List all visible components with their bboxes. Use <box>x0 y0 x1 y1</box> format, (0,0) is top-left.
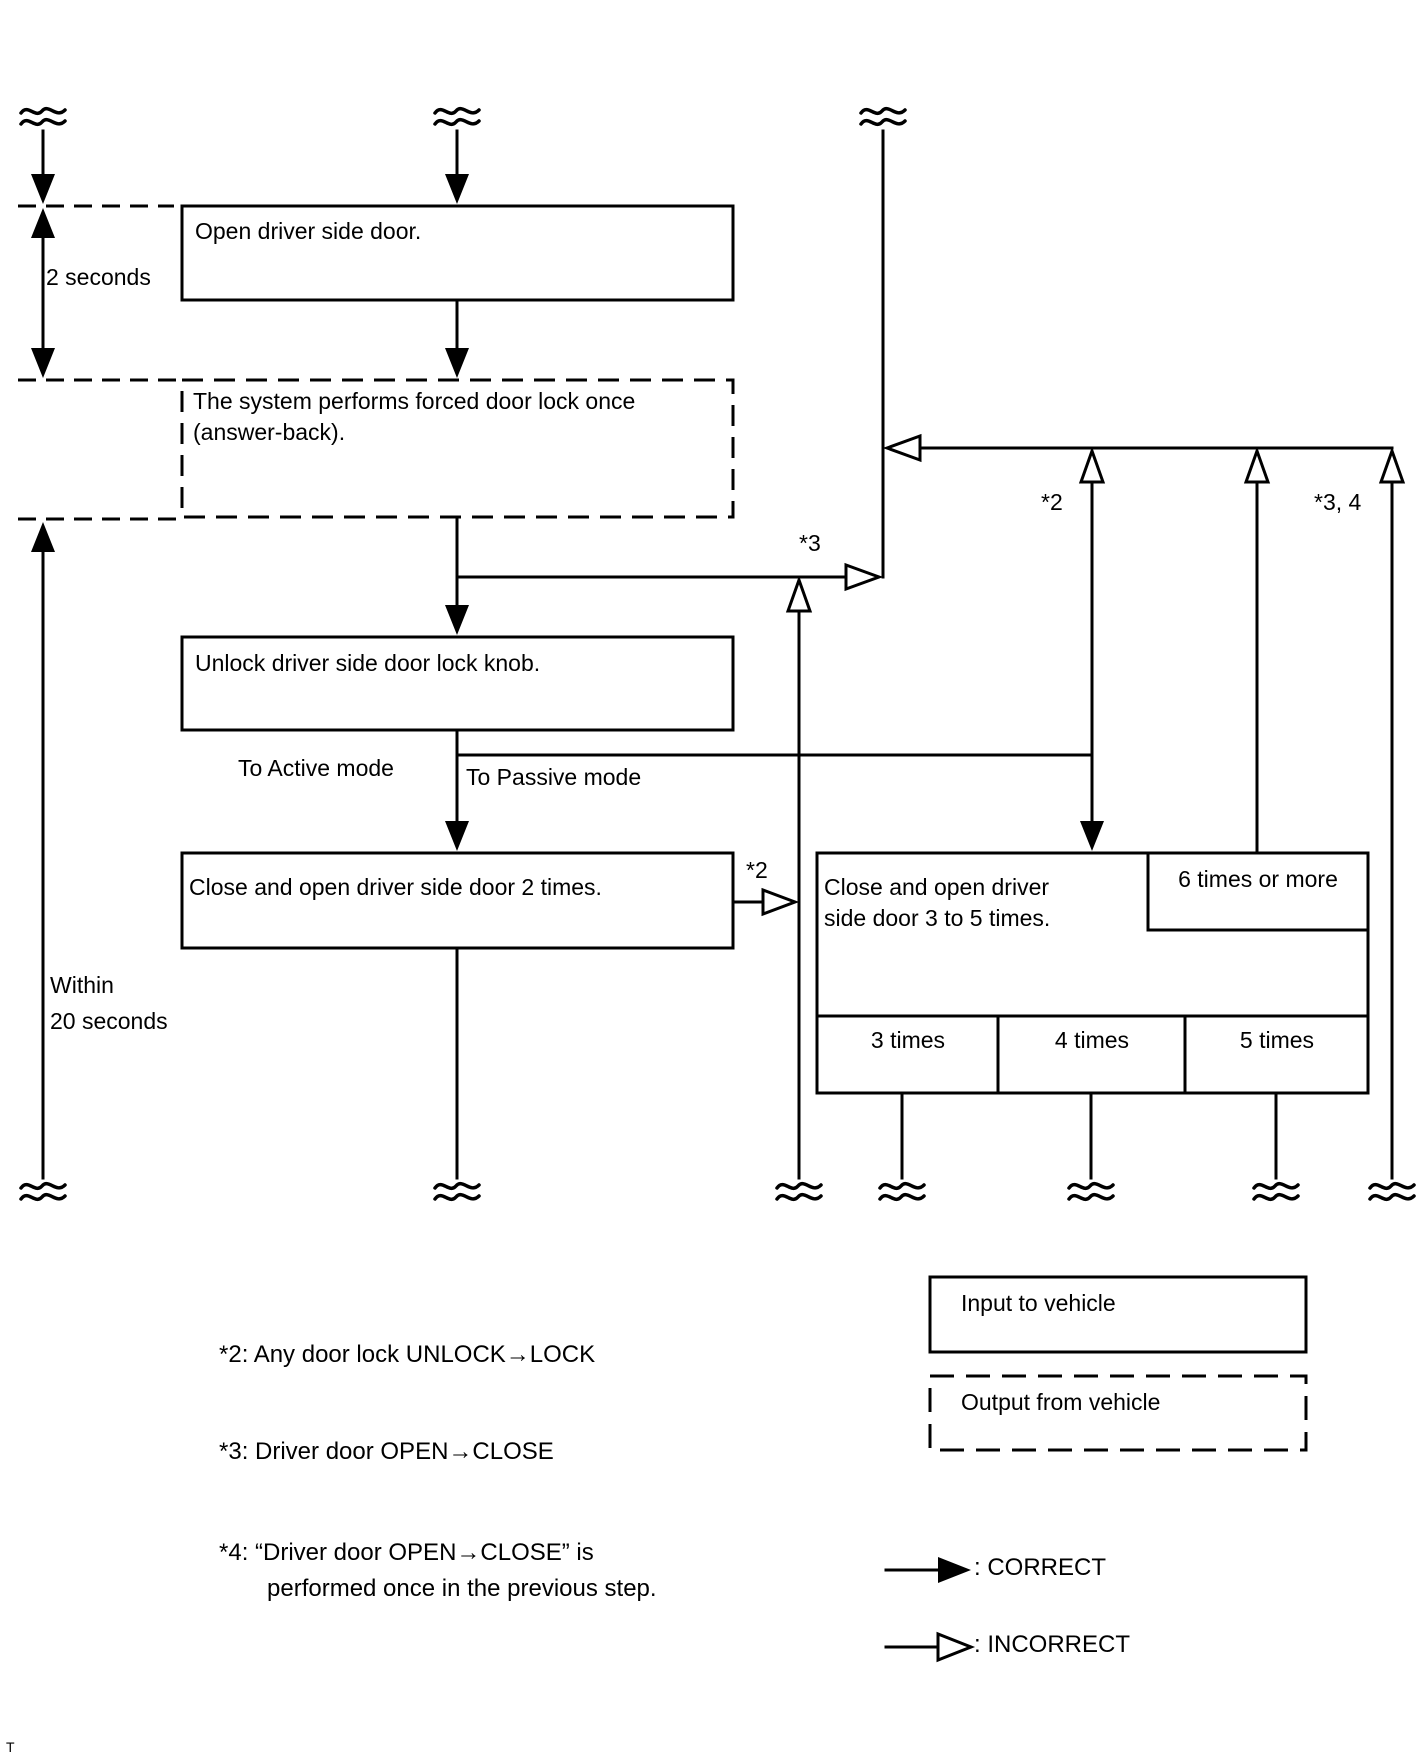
within-label-line1: Within <box>50 972 114 998</box>
star3-return-marker: *3 <box>799 530 821 556</box>
star2-top-marker: *2 <box>1041 489 1063 515</box>
legend-correct-label: : CORRECT <box>974 1554 1106 1581</box>
step-forced-lock-line1: The system performs forced door lock onc… <box>193 388 636 414</box>
timing-guide-dashes <box>18 204 180 521</box>
four-times-cell: 4 times <box>1054 1027 1130 1053</box>
box-open-door <box>180 204 735 302</box>
legend-output-box <box>928 1374 1308 1452</box>
flow-connectors <box>41 129 1394 1649</box>
within-label-line2: 20 seconds <box>50 1008 168 1034</box>
footnote-star4-line2: performed once in the previous step. <box>267 1575 657 1602</box>
six-times-or-more-label: 6 times or more <box>1178 866 1338 892</box>
step-close-open-3to5-line1: Close and open driver <box>824 874 1050 900</box>
legend-output-label: Output from vehicle <box>961 1389 1161 1415</box>
footnote-star3: *3: Driver door OPEN→CLOSE <box>219 1438 554 1465</box>
page-marker-text: T <box>6 1739 15 1755</box>
to-active-mode-label: To Active mode <box>238 755 394 781</box>
three-times-cell: 3 times <box>870 1027 946 1053</box>
step-unlock-knob-label: Unlock driver side door lock knob. <box>195 650 541 676</box>
legend-input-label: Input to vehicle <box>961 1290 1116 1316</box>
legend-incorrect-label: : INCORRECT <box>974 1631 1130 1658</box>
footnote-star4-line1: *4: “Driver door OPEN→CLOSE” is <box>219 1539 594 1566</box>
incorrect-arrowhead-icons <box>761 433 1406 1663</box>
correct-arrowhead-icons <box>31 174 1104 1583</box>
box-unlock-knob <box>180 635 735 732</box>
box-forced-lock-output <box>180 378 735 519</box>
step-close-open-3to5-line2: side door 3 to 5 times. <box>824 905 1051 931</box>
five-times-cell: 5 times <box>1239 1027 1315 1053</box>
star2-return-marker: *2 <box>746 857 768 883</box>
legend-input-box <box>928 1275 1308 1354</box>
step-forced-lock-line2: (answer-back). <box>193 419 346 445</box>
to-passive-mode-label: To Passive mode <box>466 764 642 790</box>
footnote-star2: *2: Any door lock UNLOCK→LOCK <box>219 1341 596 1368</box>
two-seconds-label: 2 seconds <box>46 264 151 290</box>
step-close-open-2-label: Close and open driver side door 2 times. <box>189 874 602 900</box>
star34-top-marker: *3, 4 <box>1314 489 1362 515</box>
step-open-door-label: Open driver side door. <box>195 218 422 244</box>
